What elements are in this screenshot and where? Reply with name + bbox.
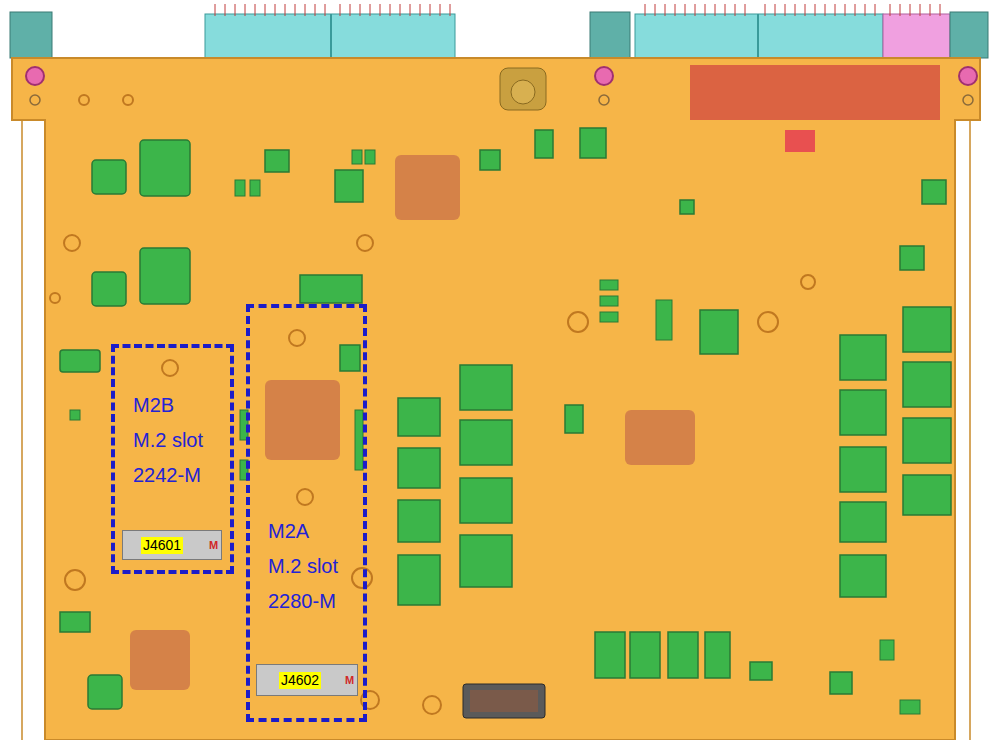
- reference-designator: J4601: [141, 537, 183, 554]
- slot-region: M2B M.2 slot 2242-M J4601 M: [111, 344, 234, 574]
- m2-connector: J4601 M: [122, 530, 222, 560]
- slot-region: M2A M.2 slot 2280-M J4602 M: [246, 304, 367, 722]
- key-letter: M: [345, 674, 354, 687]
- m2-connector: J4602 M: [256, 664, 358, 696]
- reference-designator: J4602: [279, 672, 321, 689]
- slot-label: M2A M.2 slot 2280-M: [268, 514, 343, 619]
- slot-label: M2B M.2 slot 2242-M: [133, 388, 208, 493]
- key-letter: M: [209, 539, 218, 552]
